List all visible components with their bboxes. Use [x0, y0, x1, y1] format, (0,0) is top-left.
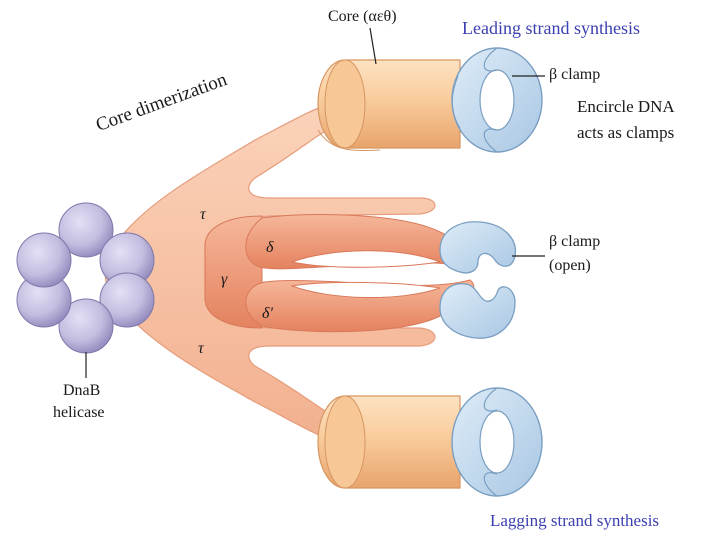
core-top: [318, 60, 460, 151]
beta-clamp-open-label-line2: (open): [549, 258, 591, 274]
beta-clamp-top-label: β clamp: [549, 67, 600, 83]
leading-strand-label: Leading strand synthesis: [462, 19, 640, 37]
core-label: Core (αεθ): [328, 9, 397, 25]
tau-complex-body: [105, 104, 435, 440]
beta-clamp-open-label-line1: β clamp: [549, 234, 600, 250]
encircle-label-line1: Encircle DNA: [577, 98, 675, 115]
beta-clamp-open: [440, 222, 515, 338]
core-bottom: [318, 396, 460, 488]
beta-clamp-bottom: [452, 388, 542, 496]
gamma-label: γ: [221, 272, 227, 288]
beta-clamp-top: [452, 48, 542, 152]
encircle-label-line2: acts as clamps: [577, 124, 674, 141]
tau-bottom-label: τ: [198, 341, 204, 357]
tau-top-label: τ: [200, 207, 206, 223]
delta-prime-label: δ′: [262, 306, 273, 322]
lagging-strand-label: Lagging strand synthesis: [490, 512, 659, 529]
core-leader-line: [370, 28, 376, 64]
delta-label: δ: [266, 240, 273, 256]
dnab-label-line2: helicase: [53, 405, 105, 421]
dnab-label-line1: DnaB: [63, 383, 100, 399]
